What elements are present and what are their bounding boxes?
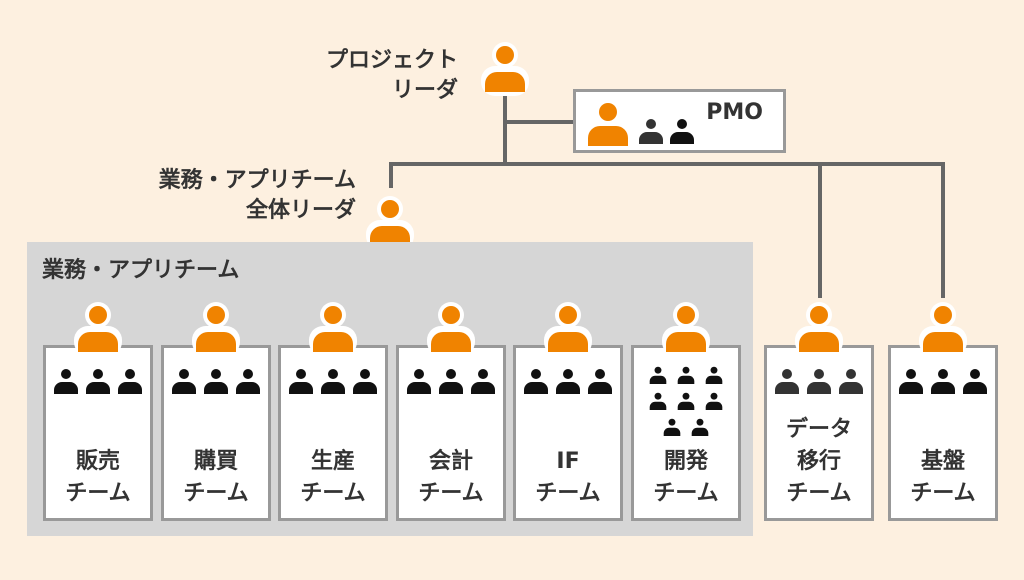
connector-pmo <box>503 120 575 124</box>
member-person-icon <box>117 368 143 394</box>
team-name: 購買チーム <box>183 449 249 506</box>
member-person-icon <box>649 366 667 384</box>
member-person-icon <box>171 368 197 394</box>
member-person-icon <box>677 392 695 410</box>
member-person-icon <box>898 368 924 394</box>
pmo-member-icon <box>669 118 695 144</box>
pmo-box: PMO <box>573 89 786 153</box>
team-leader-icon <box>792 300 846 356</box>
project-leader-label: プロジェクト リーダ <box>325 48 458 103</box>
team-card: 販売チーム <box>43 345 153 521</box>
member-person-icon <box>691 418 709 436</box>
member-person-icon <box>470 368 496 394</box>
member-person-icon <box>320 368 346 394</box>
member-person-icon <box>438 368 464 394</box>
team-members <box>767 368 871 394</box>
connector-app-leader <box>389 162 393 188</box>
member-person-icon <box>352 368 378 394</box>
team-name: 生産チーム <box>300 449 366 506</box>
team-name: 開発チーム <box>653 449 719 506</box>
connector-data-team <box>818 162 822 298</box>
member-person-icon <box>85 368 111 394</box>
team-card: 開発チーム <box>631 345 741 521</box>
app-team-group-title: 業務・アプリチーム <box>42 258 240 283</box>
connector-horizontal <box>389 162 945 166</box>
team-name: 基盤チーム <box>910 449 976 506</box>
team-card: 基盤チーム <box>888 345 998 521</box>
pmo-label: PMO <box>706 100 763 125</box>
team-leader-icon <box>189 300 243 356</box>
member-person-icon <box>587 368 613 394</box>
member-person-icon <box>774 368 800 394</box>
team-members <box>164 368 268 394</box>
pmo-member-icon <box>638 118 664 144</box>
team-members <box>891 368 995 394</box>
member-person-icon <box>663 418 681 436</box>
team-card: 会計チーム <box>396 345 506 521</box>
member-person-icon <box>806 368 832 394</box>
team-card: 生産チーム <box>278 345 388 521</box>
member-person-icon <box>53 368 79 394</box>
team-members <box>634 366 738 436</box>
team-members <box>516 368 620 394</box>
member-person-icon <box>677 366 695 384</box>
team-members <box>281 368 385 394</box>
member-person-icon <box>705 392 723 410</box>
team-card: 購買チーム <box>161 345 271 521</box>
team-name: データ移行チーム <box>785 417 852 506</box>
team-leader-icon <box>71 300 125 356</box>
team-members <box>46 368 150 394</box>
member-person-icon <box>406 368 432 394</box>
member-person-icon <box>930 368 956 394</box>
member-person-icon <box>523 368 549 394</box>
pmo-leader-icon <box>586 100 630 148</box>
team-name: 会計チーム <box>418 449 484 506</box>
member-person-icon <box>203 368 229 394</box>
member-person-icon <box>838 368 864 394</box>
member-person-icon <box>649 392 667 410</box>
team-leader-icon <box>916 300 970 356</box>
connector-leader-down <box>503 96 507 164</box>
member-person-icon <box>288 368 314 394</box>
member-person-icon <box>555 368 581 394</box>
app-leader-label: 業務・アプリチーム 全体リーダ <box>158 168 356 223</box>
team-leader-icon <box>541 300 595 356</box>
team-name: 販売チーム <box>65 449 131 506</box>
connector-infra-team <box>941 162 945 298</box>
team-leader-icon <box>306 300 360 356</box>
team-leader-icon <box>424 300 478 356</box>
team-members <box>399 368 503 394</box>
member-person-icon <box>705 366 723 384</box>
member-person-icon <box>235 368 261 394</box>
member-person-icon <box>962 368 988 394</box>
project-leader-icon <box>478 40 532 96</box>
team-card: データ移行チーム <box>764 345 874 521</box>
team-leader-icon <box>659 300 713 356</box>
